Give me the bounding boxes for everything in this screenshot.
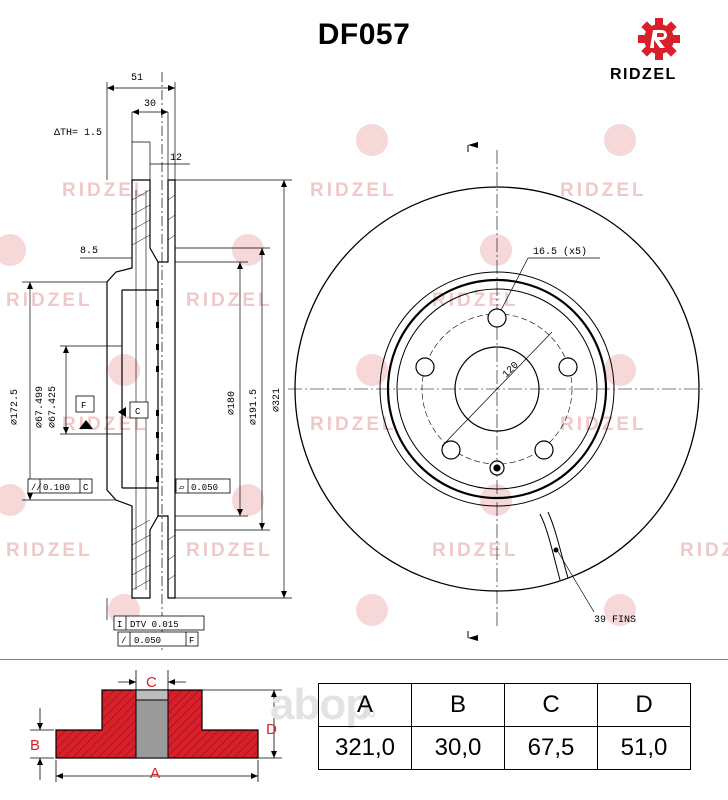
header-c: C bbox=[504, 683, 598, 727]
watermark-text: RIDZEL bbox=[6, 290, 93, 311]
section-hatching bbox=[131, 189, 176, 591]
watermark-text: RIDZEL bbox=[432, 540, 519, 561]
bolt-hole bbox=[415, 357, 435, 377]
svg-text://: // bbox=[31, 483, 42, 493]
watermark-text: RIDZEL bbox=[560, 180, 647, 201]
datum-c: C bbox=[135, 407, 141, 417]
brand-gear-icon bbox=[638, 18, 680, 60]
datum-f: F bbox=[81, 401, 86, 411]
watermark-text: RIDZEL bbox=[560, 414, 647, 435]
bolt-holes bbox=[415, 308, 578, 476]
vent-slots bbox=[156, 300, 159, 482]
bolt-hole bbox=[441, 440, 461, 460]
tolerance-left: 0.100 bbox=[43, 483, 70, 493]
header-a: A bbox=[318, 683, 412, 727]
bolt-hole bbox=[558, 357, 578, 377]
legend-c: C bbox=[146, 674, 157, 691]
dim-30: 30 bbox=[144, 99, 156, 110]
header-d: D bbox=[597, 683, 691, 727]
dim-8-5: 8.5 bbox=[80, 246, 98, 257]
brand-name: RIDZEL bbox=[610, 66, 677, 83]
watermark-text: RIDZEL bbox=[310, 414, 397, 435]
watermark-text: RIDZEL bbox=[186, 540, 273, 561]
dim-th: ΔTH= 1.5 bbox=[54, 128, 102, 139]
dim-191-5: ⌀191.5 bbox=[249, 389, 260, 425]
datum-triangle bbox=[79, 420, 93, 429]
svg-text:I: I bbox=[117, 620, 122, 630]
value-b: 30,0 bbox=[411, 726, 505, 770]
legend-b: B bbox=[30, 737, 40, 754]
bolt-hole bbox=[534, 440, 554, 460]
tolerance-frame-right bbox=[175, 478, 231, 494]
dimensions-table: A B C D 321,0 30,0 67,5 51,0 bbox=[318, 683, 691, 770]
dim-51: 51 bbox=[131, 73, 143, 84]
part-number: DF057 bbox=[317, 18, 411, 51]
value-a: 321,0 bbox=[318, 726, 412, 770]
watermark-text: RIDZEL bbox=[6, 540, 93, 561]
tolerance-frame-left bbox=[27, 478, 93, 494]
watermark-text: RIDZEL bbox=[310, 180, 397, 201]
dimension-legend-diagram: C A B D bbox=[30, 670, 282, 782]
svg-text:/: / bbox=[121, 636, 126, 646]
section-markers bbox=[468, 142, 559, 641]
dim-67-499: ⌀67.499 bbox=[35, 386, 46, 428]
table-value-row: 321,0 30,0 67,5 51,0 bbox=[318, 726, 691, 770]
dim-172-5: ⌀172.5 bbox=[10, 389, 21, 425]
bolt-holes-label: 16.5 (x5) bbox=[533, 246, 587, 258]
datum-c-box bbox=[129, 401, 149, 419]
table-header-row: A B C D bbox=[318, 683, 691, 727]
runout-value: 0.050 bbox=[134, 636, 161, 646]
watermark-text: RIDZEL bbox=[680, 540, 728, 561]
value-c: 67,5 bbox=[504, 726, 598, 770]
value-d: 51,0 bbox=[597, 726, 691, 770]
dim-67-425: ⌀67.425 bbox=[48, 386, 59, 428]
svg-text:▱: ▱ bbox=[179, 483, 185, 493]
runout-frame bbox=[117, 631, 199, 647]
pcd-label: 120 bbox=[501, 360, 522, 381]
watermark-text: RIDZEL bbox=[62, 414, 149, 435]
dtv-frame bbox=[113, 615, 205, 631]
watermark-text: RIDZEL bbox=[432, 290, 519, 311]
bolt-hole bbox=[487, 308, 507, 328]
dim-12: 12 bbox=[170, 153, 182, 164]
watermark-text: RIDZEL bbox=[186, 290, 273, 311]
header-b: B bbox=[411, 683, 505, 727]
legend-d: D bbox=[266, 721, 277, 738]
disc-cross-section bbox=[106, 179, 176, 599]
disc-front-view bbox=[288, 145, 706, 638]
dim-180: ⌀180 bbox=[227, 391, 238, 415]
tolerance-right: 0.050 bbox=[191, 483, 218, 493]
technical-drawing: RIDZEL RIDZEL RIDZEL RIDZEL RIDZEL RIDZE… bbox=[0, 72, 728, 660]
datum-triangle bbox=[118, 407, 126, 417]
dimension-lines bbox=[22, 72, 292, 650]
legend-a: A bbox=[150, 765, 160, 782]
fins-label: 39 FINS bbox=[594, 615, 636, 626]
watermark-layer: RIDZEL RIDZEL RIDZEL RIDZEL RIDZEL RIDZE… bbox=[0, 124, 728, 626]
datum-f-box bbox=[75, 395, 95, 413]
dtv-value: DTV 0.015 bbox=[130, 620, 179, 630]
runout-ref: F bbox=[189, 636, 194, 646]
tolerance-left-ref: C bbox=[83, 483, 89, 493]
dimension-arrows bbox=[27, 85, 287, 598]
dim-321: ⌀321 bbox=[272, 388, 283, 412]
watermark-text: RIDZEL bbox=[62, 180, 149, 201]
